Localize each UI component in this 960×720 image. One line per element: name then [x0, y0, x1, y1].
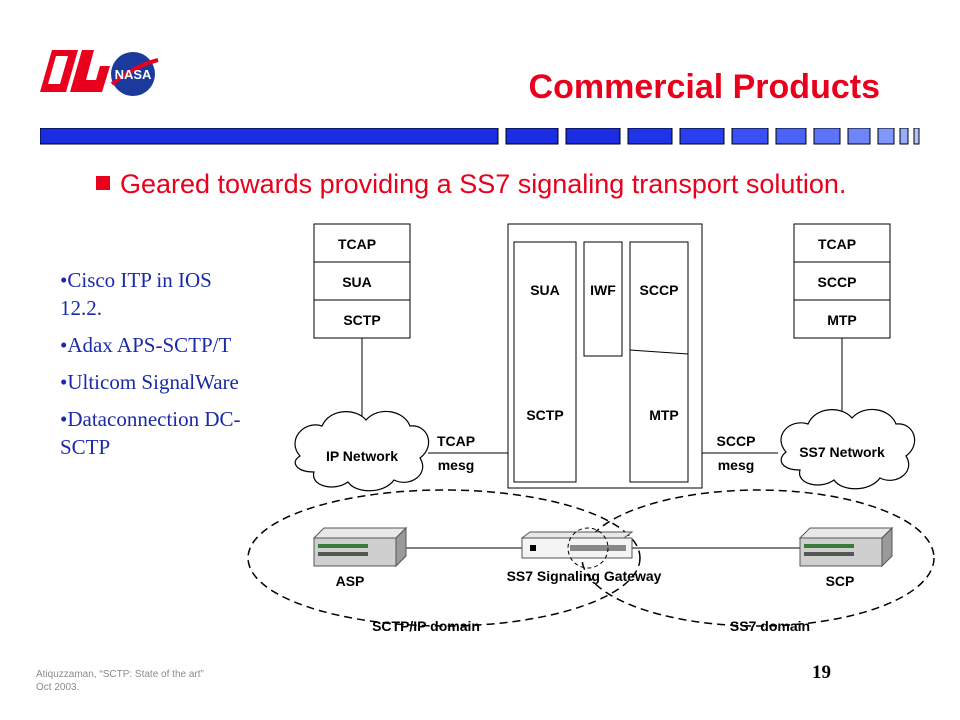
nasa-logo: NASA — [110, 52, 159, 96]
main-bullet: Geared towards providing a SS7 signaling… — [120, 169, 847, 199]
vendor-list: •Cisco ITP in IOS 12.2. •Adax APS-SCTP/T… — [60, 266, 250, 470]
footer-citation: Atiquzzaman, “SCTP: State of the art” Oc… — [36, 668, 204, 694]
ss7-domain-label: SS7 domain — [730, 618, 810, 634]
footer-line: Atiquzzaman, “SCTP: State of the art” — [36, 669, 204, 680]
asp-device-icon — [312, 526, 408, 568]
ou-logo — [40, 50, 110, 92]
sctp-ip-domain-label: SCTP/IP domain — [372, 618, 480, 634]
vendor-item: •Cisco ITP in IOS 12.2. — [60, 268, 212, 320]
logos: NASA — [40, 50, 159, 96]
sctp-ip-domain-boundary — [247, 489, 641, 627]
right-stack-layer: SCCP — [818, 274, 857, 290]
gateway-sccp-label: SCCP — [640, 282, 679, 298]
ss7-architecture-diagram: TCAP SUA SCTP TCAP SCCP MTP SUA IWF SCCP… — [247, 223, 935, 634]
page-number: 19 — [812, 662, 831, 683]
slide-title: Commercial Products — [528, 68, 880, 106]
gateway-sua-label: SUA — [530, 282, 560, 298]
scp-label: SCP — [826, 573, 855, 589]
ss7-network-cloud: SS7 Network — [780, 408, 916, 490]
sccp-mesg-label-line2: mesg — [718, 457, 755, 473]
vendor-item: •Adax APS-SCTP/T — [60, 333, 232, 357]
right-stack-layer: TCAP — [818, 236, 856, 252]
gateway-iwf-label: IWF — [590, 282, 616, 298]
sccp-mesg-label-line1: SCCP — [717, 433, 756, 449]
ip-network-cloud: IP Network — [294, 410, 430, 492]
signaling-gateway-label: SS7 Signaling Gateway — [507, 568, 662, 584]
nasa-logo-text: NASA — [115, 67, 152, 82]
bullet-marker — [96, 176, 110, 190]
left-stack-layer: TCAP — [338, 236, 376, 252]
gateway-stack: SUA IWF SCCP SCTP MTP — [507, 223, 703, 489]
vendor-item: •Dataconnection DC-SCTP — [60, 407, 241, 459]
vendor-item: •Ulticom SignalWare — [60, 370, 239, 394]
tcap-mesg-label-line1: TCAP — [437, 433, 475, 449]
left-stack-layer: SCTP — [343, 312, 380, 328]
right-stack-layer: MTP — [827, 312, 857, 328]
ss7-network-label: SS7 Network — [799, 444, 885, 460]
scp-device-icon — [798, 526, 894, 568]
gateway-sctp-label: SCTP — [526, 407, 563, 423]
title-divider-bar — [40, 128, 920, 145]
right-protocol-stack: TCAP SCCP MTP — [793, 223, 891, 339]
tcap-mesg-label-line2: mesg — [438, 457, 475, 473]
gateway-mtp-label: MTP — [649, 407, 679, 423]
footer-line: Oct 2003. — [36, 682, 80, 693]
ss7-domain-boundary — [581, 489, 935, 627]
left-protocol-stack: TCAP SUA SCTP — [313, 223, 411, 339]
left-stack-layer: SUA — [342, 274, 372, 290]
ip-network-label: IP Network — [326, 448, 398, 464]
signaling-gateway-icon — [520, 531, 634, 559]
asp-label: ASP — [336, 573, 365, 589]
